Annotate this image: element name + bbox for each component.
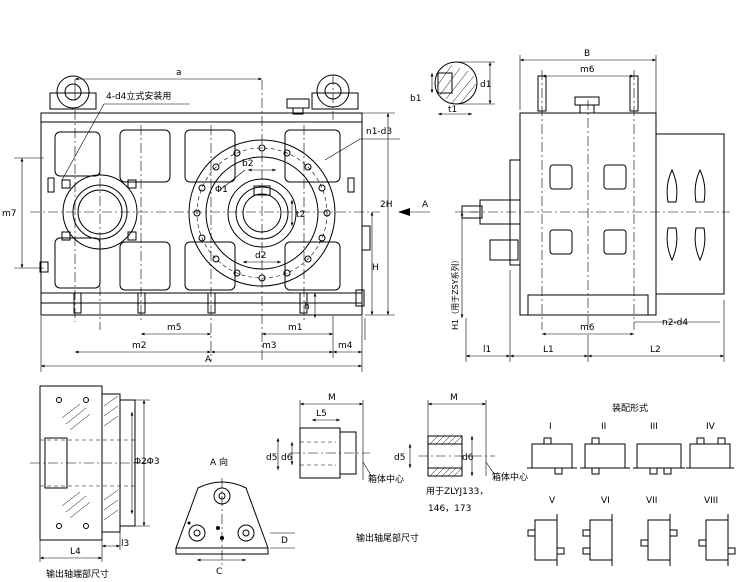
assembly-form-4-icon <box>686 437 734 469</box>
center-label-left: 箱体中心 <box>368 473 404 485</box>
dim-L2: L2 <box>650 345 661 355</box>
dim-m1: m1 <box>288 323 303 333</box>
output-end-section: Φ2Φ3 L4 l3 输出轴端部尺寸 <box>30 385 160 580</box>
dim-n1-d3: n1-d3 <box>366 127 392 137</box>
assembly-form-2-label: II <box>601 422 606 432</box>
assembly-form-3-label: III <box>650 422 658 432</box>
dim-b1: b1 <box>410 94 421 104</box>
assembly-form-1-icon <box>527 437 577 475</box>
lifting-eye-left-icon <box>49 75 97 110</box>
dim-d2: d2 <box>255 251 266 261</box>
dim-m2: m2 <box>132 341 147 351</box>
dim-l1: l1 <box>483 345 491 355</box>
view-arrow-a: A <box>422 200 429 210</box>
output-end-caption: 输出轴端部尺寸 <box>46 568 109 580</box>
dim-d1: d1 <box>480 80 491 90</box>
dim-B: B <box>584 49 590 59</box>
assembly-forms: 装配形式 I II III IV V <box>527 402 736 566</box>
assembly-form-1-label: I <box>549 422 552 432</box>
dim-d6-left: d6 <box>281 453 293 463</box>
dim-C: C <box>216 567 222 577</box>
dim-A: A <box>205 355 212 365</box>
key-section: d1 b1 t1 <box>410 61 495 116</box>
dim-L1: L1 <box>543 345 554 355</box>
assembly-form-6-label: VI <box>601 496 610 506</box>
dim-n2-d4: n2-d4 <box>662 318 688 328</box>
dim-b2: b2 <box>242 159 253 169</box>
assembly-form-7-icon <box>640 514 678 566</box>
assembly-form-5-label: V <box>549 496 556 506</box>
assembly-form-8-label: VIII <box>704 496 718 506</box>
dim-h-small: h <box>304 302 310 312</box>
a-view-title: A 向 <box>210 456 228 468</box>
assembly-form-2-icon <box>580 437 630 475</box>
dim-m7: m7 <box>2 209 17 219</box>
dim-m5: m5 <box>167 323 182 333</box>
dim-d6-right: d6 <box>462 453 474 463</box>
dim-h: H <box>372 263 379 273</box>
assembly-form-8-icon <box>698 514 736 566</box>
dim-2h: 2H <box>380 200 393 210</box>
model-note-line1: 用于ZLYJ133， <box>426 486 488 497</box>
dim-D: D <box>281 536 288 546</box>
center-label-right: 箱体中心 <box>492 471 528 483</box>
dim-m3: m3 <box>262 341 277 351</box>
dim-m4: m4 <box>338 341 353 351</box>
dim-phi2-phi3: Φ2Φ3 <box>134 457 160 467</box>
shaft-tail-caption: 输出轴尾部尺寸 <box>356 532 419 544</box>
assembly-form-3-icon <box>633 443 685 475</box>
assembly-title: 装配形式 <box>612 402 648 414</box>
a-view: A 向 C D <box>175 456 295 577</box>
dim-d5-right: d5 <box>394 453 405 463</box>
dim-L5: L5 <box>316 409 327 419</box>
dim-l3: l3 <box>121 539 129 549</box>
assembly-form-5-icon <box>527 514 565 566</box>
housing-windows <box>54 129 341 291</box>
assembly-form-6-icon <box>582 514 613 566</box>
mount-note: 4-d4立式安装用 <box>106 90 171 102</box>
housing-outline <box>40 112 363 316</box>
rotation-arrow-icons <box>666 168 706 262</box>
assembly-form-7-label: VII <box>646 496 657 506</box>
dim-H1: H1（用于ZSY系列） <box>450 255 460 330</box>
dim-L4: L4 <box>70 547 81 557</box>
dim-d5-left: d5 <box>266 453 277 463</box>
assembly-form-4-label: IV <box>706 422 716 432</box>
dim-t1: t1 <box>448 105 457 115</box>
vent-knob-icon <box>286 98 310 115</box>
front-view: a 4-d4立式安装用 n1-d3 Φ1 b2 t2 d2 m7 2H <box>2 68 430 372</box>
housing-bolts <box>39 177 371 314</box>
dim-m6-bottom: m6 <box>580 323 595 333</box>
lifting-eye-right-icon <box>311 74 359 110</box>
dim-a: a <box>176 68 182 78</box>
shaft-tail-right: M d5 d6 箱体中心 用于ZLYJ133， 146，173 <box>394 393 528 514</box>
side-view: B m6 m6 n2-d4 l1 L1 L2 H1（用于ZSY系列） <box>450 49 730 362</box>
shaft-tail-left: M L5 d5 d6 箱体中心 <box>266 393 404 485</box>
dim-M-left: M <box>328 393 336 403</box>
dim-phi1: Φ1 <box>215 185 228 195</box>
model-note-line2: 146，173 <box>428 504 471 514</box>
dim-m6-top: m6 <box>580 65 595 75</box>
dim-t2: t2 <box>296 210 305 220</box>
dim-M-right: M <box>450 393 458 403</box>
